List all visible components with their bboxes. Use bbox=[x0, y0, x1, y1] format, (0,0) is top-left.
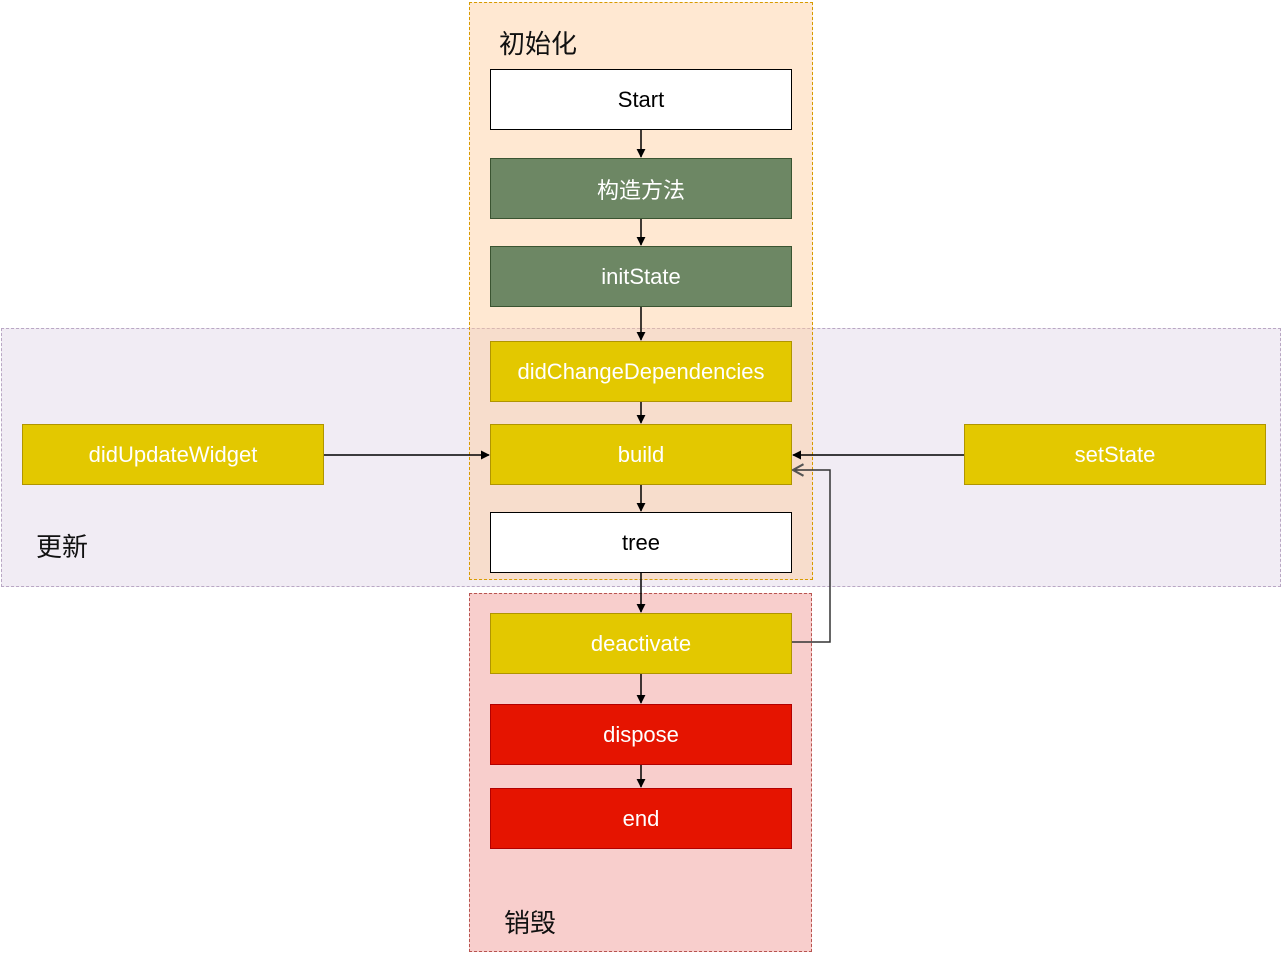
end-node: end bbox=[490, 788, 792, 849]
init-region-label: 初始化 bbox=[499, 30, 578, 60]
didchangedependencies-node: didChangeDependencies bbox=[490, 341, 792, 402]
update-region-label: 更新 bbox=[36, 533, 89, 563]
dispose-node: dispose bbox=[490, 704, 792, 765]
deactivate-node: deactivate bbox=[490, 613, 792, 674]
start-node: Start bbox=[490, 69, 792, 130]
tree-node: tree bbox=[490, 512, 792, 573]
build-node: build bbox=[490, 424, 792, 485]
constructor-node: 构造方法 bbox=[490, 158, 792, 219]
setstate-node: setState bbox=[964, 424, 1266, 485]
initstate-node: initState bbox=[490, 246, 792, 307]
edge-deactivate-build bbox=[790, 463, 831, 643]
didupdatewidget-node: didUpdateWidget bbox=[22, 424, 324, 485]
destroy-region-label: 销毁 bbox=[504, 909, 557, 939]
